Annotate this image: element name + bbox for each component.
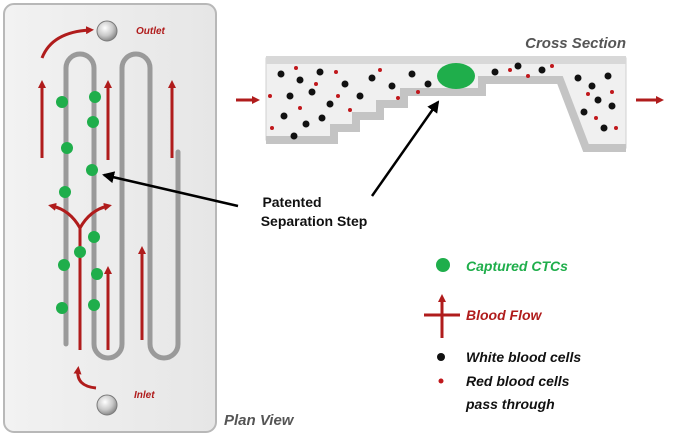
legend-captured-label: Captured CTCs xyxy=(466,258,568,274)
legend-red-label-line2: pass through xyxy=(465,396,555,412)
inlet-label: Inlet xyxy=(134,390,155,401)
separation-label-line2: Separation Step xyxy=(261,213,368,229)
inlet-port-icon xyxy=(96,394,118,416)
cross-section-top-wall xyxy=(266,56,626,64)
chip-outline xyxy=(3,3,217,433)
cross-section-floor xyxy=(266,76,626,152)
legend-flow-icon xyxy=(424,294,460,338)
separation-label-line1: Patented xyxy=(262,194,321,210)
inlet-flow-arrow xyxy=(73,366,97,390)
cross-white-cells xyxy=(277,62,616,140)
legend-flow-label: Blood Flow xyxy=(466,307,543,323)
plan-ctc-dots xyxy=(56,91,103,314)
legend-red-cell-icon xyxy=(438,378,444,384)
legend-white-label: White blood cells xyxy=(466,349,581,365)
legend-ctc-icon xyxy=(436,258,450,272)
legend-white-cell-icon xyxy=(437,353,445,361)
outlet-port-icon xyxy=(96,20,118,42)
outlet-flow-arrow xyxy=(40,26,94,59)
cross-section-title: Cross Section xyxy=(525,35,626,52)
captured-ctc-large xyxy=(437,63,475,89)
plan-view-title: Plan View xyxy=(224,412,295,429)
outlet-label: Outlet xyxy=(136,26,166,37)
serpentine-channel xyxy=(63,51,181,361)
legend-red-label-line1: Red blood cells xyxy=(466,373,570,389)
plan-flow-arrows xyxy=(38,80,176,350)
separation-pointers xyxy=(102,100,440,208)
cross-red-cells xyxy=(268,64,618,130)
